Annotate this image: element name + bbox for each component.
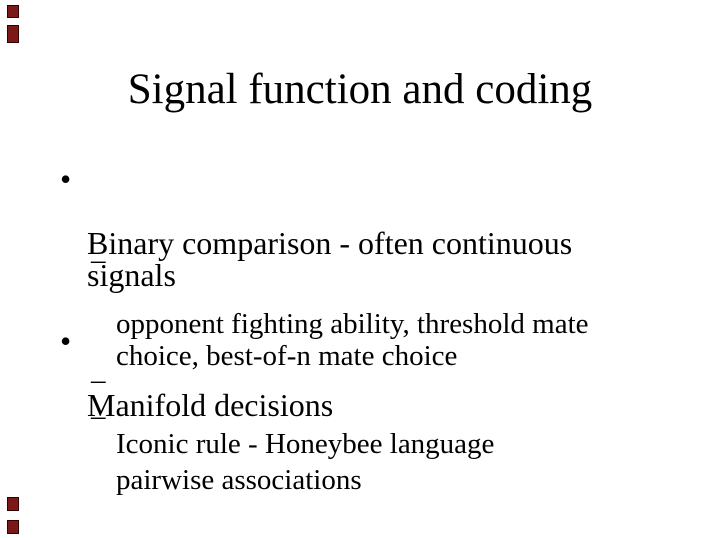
dash-icon: –	[91, 364, 106, 396]
bullet-item: • Binary comparison - often continuous s…	[60, 163, 687, 291]
sub-bullet-text: pairwise associations	[116, 464, 362, 496]
corner-marker	[7, 520, 19, 534]
dash-icon: –	[91, 244, 106, 276]
bullet-text: Binary comparison - often continuous sig…	[87, 225, 573, 293]
sub-bullet-item: – opponent fighting ability, threshold m…	[91, 244, 676, 372]
corner-marker	[7, 5, 19, 18]
slide-title: Signal function and coding	[127, 66, 593, 113]
corner-marker	[7, 25, 19, 43]
bullet-dot-icon: •	[60, 323, 72, 359]
sub-bullet-item: – pairwise associations	[91, 400, 676, 496]
sub-bullet-text: opponent fighting ability, threshold mat…	[116, 308, 589, 372]
sub-bullet-item: – Iconic rule - Honeybee language	[91, 364, 676, 460]
bullet-text: Manifold decisions	[87, 387, 334, 423]
bullet-dot-icon: •	[60, 161, 72, 197]
corner-marker	[7, 497, 19, 511]
dash-icon: –	[91, 400, 106, 432]
sub-bullet-text: Iconic rule - Honeybee language	[116, 428, 495, 460]
bullet-item: • Manifold decisions	[60, 325, 687, 421]
